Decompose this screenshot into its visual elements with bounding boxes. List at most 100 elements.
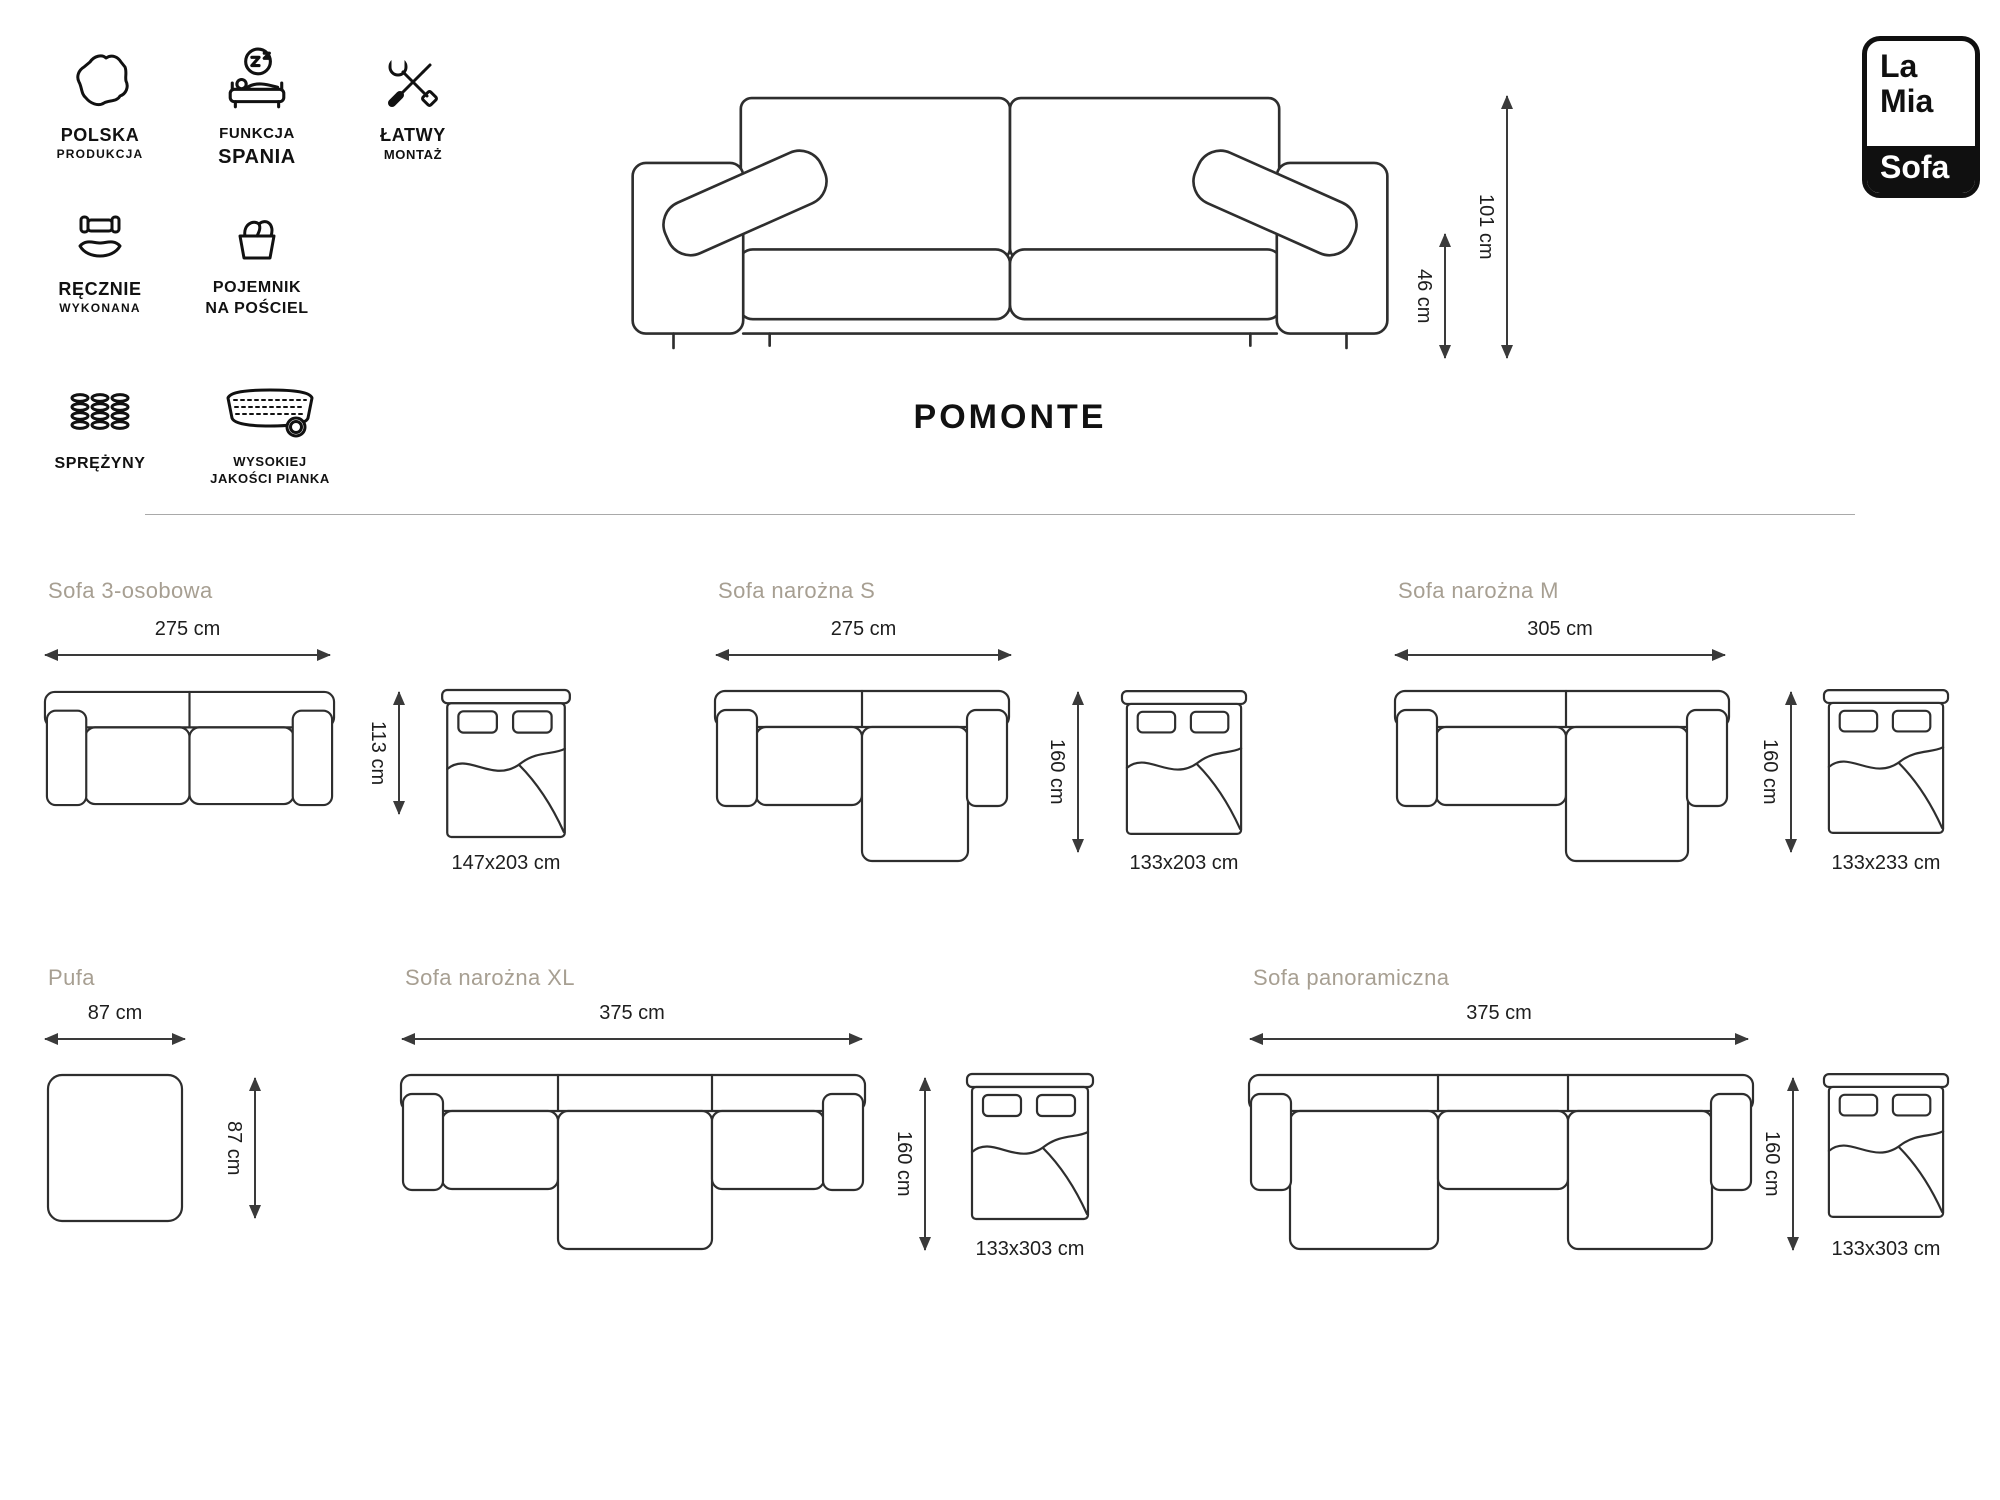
width-dimension: 305 cm [1394,618,1726,661]
feature-funkcja-spania: FUNKCJA SPANIA [172,38,342,170]
dimension-arrow [44,1033,186,1045]
width-dimension: 275 cm [715,618,1012,661]
dimension-arrow [715,649,1012,661]
handmade-icon [20,192,180,268]
width-dimension: 275 cm [44,618,331,661]
dimension-arrow [1787,1077,1799,1251]
logo-word: La [1880,48,1918,84]
section-divider [145,514,1855,515]
width-dimension: 375 cm [401,1002,863,1045]
bed-icon [965,1072,1095,1222]
bed-icon [1120,688,1248,838]
depth-value: 160 cm [1761,1131,1783,1197]
springs-icon [20,368,180,444]
total-height-dimension: 101 cm [1474,95,1513,359]
depth-dimension: 160 cm [1760,1077,1799,1251]
feature-label: FUNKCJA [219,125,295,142]
dimension-arrow [1394,649,1726,661]
dimension-arrow [1439,233,1451,359]
feature-sublabel: SPANIA [218,145,296,168]
depth-value: 113 cm [367,720,389,786]
width-dimension: 87 cm [44,1002,186,1045]
sleep-function-icon [172,38,342,114]
page-title: POMONTE [913,398,1107,436]
feature-sublabel: JAKOŚCI PIANKA [210,470,330,486]
feature-label: RĘCZNIE [58,279,142,299]
bed-size-value: 133x233 cm [1831,852,1941,874]
dimension-arrow [44,649,331,661]
width-value: 275 cm [830,618,897,640]
feature-label: ŁATWY [380,125,446,145]
feature-wysokiej-jakosci-pianka: WYSOKIEJ JAKOŚCI PIANKA [160,368,380,488]
feature-latwy-montaz: ŁATWY MONTAŻ [338,38,488,164]
bed-size-value: 133x203 cm [1129,852,1239,874]
seat-height-value: 46 cm [1413,268,1435,324]
logo-top: La Mia [1867,41,1975,146]
brand-logo: La Mia Sofa [1862,36,1980,198]
feature-polska-produkcja: POLSKA PRODUKCJA [20,38,180,163]
depth-dimension: 87 cm [222,1077,261,1219]
sofa-top-view-drawing [42,688,337,810]
sofa-top-view-drawing [1245,1072,1757,1254]
width-dimension: 375 cm [1249,1002,1749,1045]
width-value: 275 cm [154,618,221,640]
variant-title: Sofa 3-osobowa [48,578,213,603]
depth-value: 160 cm [893,1131,915,1197]
sofa-top-view-drawing [712,688,1012,866]
logo-word: Sofa [1880,149,1950,186]
dimension-arrow [1072,691,1084,853]
sofa-top-view-drawing [1392,688,1732,866]
feature-sublabel: NA POŚCIEL [205,299,309,317]
feature-label: SPRĘŻYNY [54,455,146,472]
bed-icon [440,688,572,840]
dimension-arrow [1785,691,1797,853]
feature-sublabel: WYKONANA [59,301,141,316]
bed-size-value: 147x203 cm [451,852,561,874]
feature-sublabel: MONTAŻ [383,147,443,163]
easy-assembly-icon [338,38,488,114]
bed-icon [1822,688,1950,836]
seat-height-dimension: 46 cm [1412,233,1451,359]
bed-size-value: 133x303 cm [975,1238,1085,1260]
depth-dimension: 160 cm [1045,691,1084,853]
pouf-top-view-drawing [45,1072,185,1224]
logo-bottom: Sofa [1867,146,1975,193]
variant-title: Sofa narożna M [1398,578,1559,603]
width-value: 305 cm [1527,618,1593,640]
feature-pojemnik-na-posciel: POJEMNIK NA POŚCIEL [172,192,342,320]
feature-label: POLSKA [60,125,140,145]
bed-size-value: 133x303 cm [1831,1238,1941,1260]
foam-quality-icon [160,368,380,444]
bedding-storage-icon [172,192,342,268]
feature-label: POJEMNIK [212,279,302,296]
dimension-arrow [401,1033,863,1045]
dimension-arrow [1501,95,1513,359]
total-height-value: 101 cm [1475,194,1497,260]
feature-sublabel: PRODUKCJA [56,147,144,162]
poland-map-icon [20,38,180,114]
dimension-arrow [1249,1033,1749,1045]
feature-recznie-wykonana: RĘCZNIE WYKONANA [20,192,180,317]
depth-dimension: 113 cm [366,691,405,815]
logo-word: Mia [1880,82,1934,119]
width-value: 375 cm [599,1002,665,1024]
dimension-arrow [919,1077,931,1251]
width-value: 87 cm [87,1002,143,1024]
depth-dimension: 160 cm [1758,691,1797,853]
depth-value: 87 cm [223,1120,245,1176]
variant-title: Pufa [48,965,95,990]
bed-icon [1822,1072,1950,1220]
variant-title: Sofa narożna S [718,578,876,603]
variant-title: Sofa panoramiczna [1253,965,1450,990]
width-value: 375 cm [1466,1002,1532,1024]
feature-sprezyny: SPRĘŻYNY [20,368,180,475]
variant-title: Sofa narożna XL [405,965,575,990]
depth-dimension: 160 cm [892,1077,931,1251]
sofa-top-view-drawing [398,1072,868,1254]
depth-value: 160 cm [1046,739,1068,805]
depth-value: 160 cm [1759,739,1781,805]
sofa-front-view-drawing [625,86,1395,360]
dimension-arrow [249,1077,261,1219]
dimension-arrow [393,691,405,815]
